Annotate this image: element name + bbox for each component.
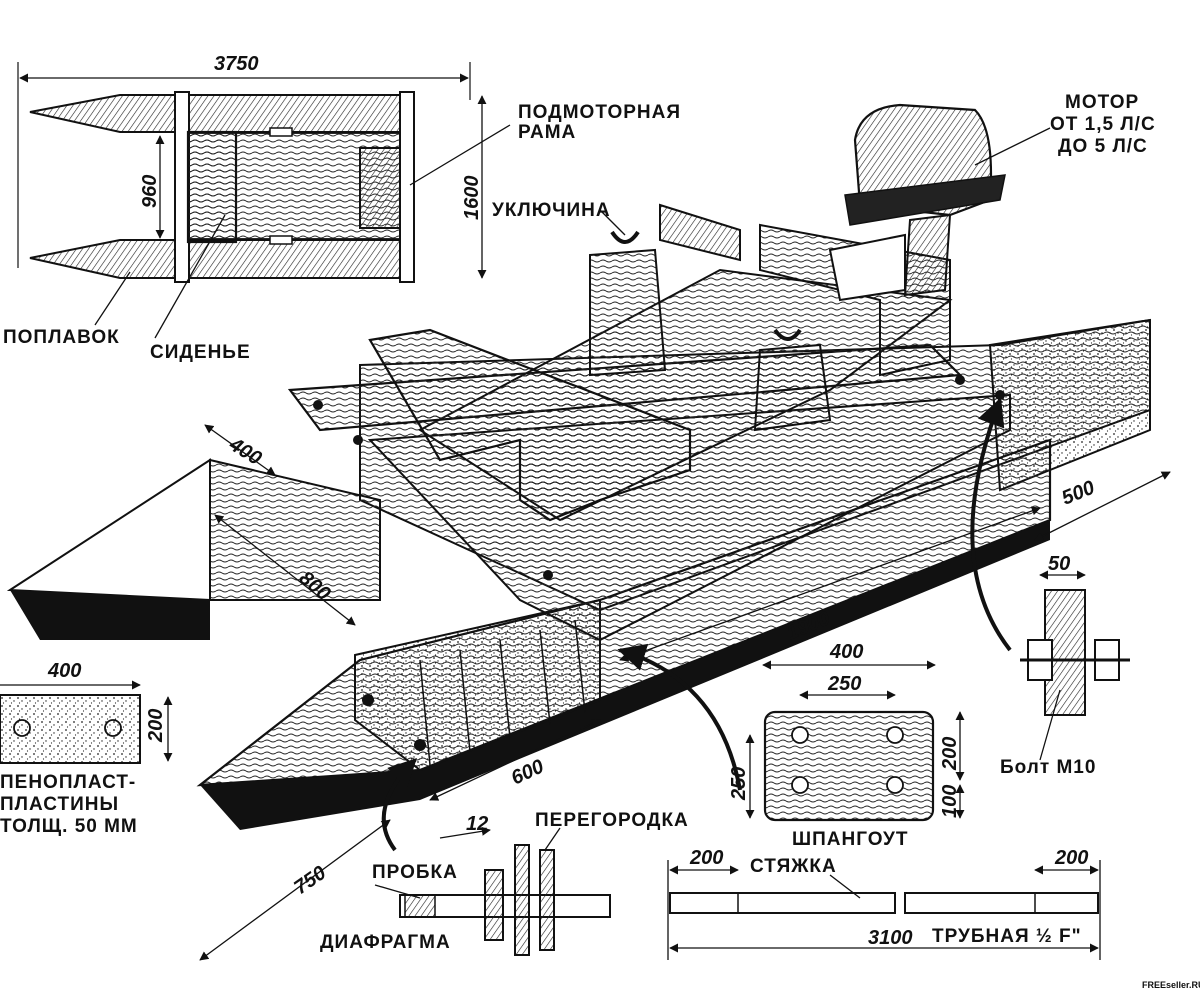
label-diaphragm: ДИАФРАГМА (320, 932, 451, 953)
oarlock-left (610, 230, 640, 244)
dim-rib-lower: 100 (939, 785, 961, 818)
label-foam-line1: ПЕНОПЛАСТ- (0, 772, 136, 793)
dim-diaphragm-12: 12 (466, 813, 488, 835)
label-foam-line2: ПЛАСТИНЫ (0, 794, 119, 815)
diaphragm-plate (514, 844, 530, 956)
dim-1600: 1600 (461, 176, 483, 221)
label-bolt: Болт М10 (1000, 757, 1096, 778)
tie-rod-detail: 200 200 3100 (667, 847, 1101, 960)
tie-rod-right (904, 892, 1099, 914)
label-motor-line1: МОТОР (1065, 92, 1139, 113)
label-frame-rib: ШПАНГОУТ (792, 829, 908, 850)
dim-500: 500 (1059, 477, 1098, 510)
dim-tie-right: 200 (1054, 847, 1088, 869)
dim-foam-400: 400 (47, 660, 81, 682)
plan-lower-float (29, 239, 409, 279)
dim-rib-250: 250 (827, 673, 861, 695)
dim-bolt-50: 50 (1048, 553, 1070, 575)
motor-clamp (828, 233, 906, 302)
foam-plate-detail: 400 200 (0, 660, 173, 764)
dim-3750: 3750 (214, 53, 259, 75)
dim-750: 750 (290, 862, 330, 899)
dim-rib-400: 400 (829, 641, 863, 663)
label-motor-line2: ОТ 1,5 Л/С (1050, 114, 1156, 135)
partition-plate (539, 849, 555, 951)
tie-rod-left (669, 892, 896, 914)
label-pipe: ТРУБНАЯ ½ F" (932, 926, 1082, 947)
plan-upper-float (29, 94, 409, 133)
dim-rib-height: 250 (728, 767, 750, 801)
dim-rib-upper: 200 (939, 737, 961, 771)
dim-960: 960 (139, 175, 161, 208)
label-tie: СТЯЖКА (750, 856, 837, 877)
label-frame-line1: ПОДМОТОРНАЯ (518, 102, 681, 123)
label-oarlock: УКЛЮЧИНА (492, 200, 611, 221)
oarlock-right (773, 328, 802, 341)
foam-plate (0, 694, 141, 764)
plan-front-beam (174, 91, 190, 283)
front-foam-blocks (354, 598, 601, 772)
dim-foam-200: 200 (145, 709, 167, 743)
outboard-motor (828, 103, 1006, 302)
dim-tie-3100: 3100 (868, 927, 913, 949)
seat-isometric (368, 328, 692, 522)
dim-tie-left: 200 (689, 847, 723, 869)
plug (404, 894, 436, 918)
label-foam-line3: ТОЛЩ. 50 ММ (0, 816, 138, 837)
partition-detail: 12 (374, 813, 611, 956)
left-bow-cone (6, 458, 211, 602)
plan-seat (186, 130, 238, 244)
left-bow-shadow (10, 590, 210, 640)
label-frame-line2: РАМА (518, 122, 576, 143)
label-motor-line3: ДО 5 Л/С (1058, 136, 1148, 157)
plan-rear-beam (399, 91, 415, 283)
label-seat: СИДЕНЬЕ (150, 342, 251, 363)
bolt-detail: 50 (1020, 553, 1130, 761)
plan-view: 3750 960 1600 (17, 53, 511, 339)
watermark: FREEseller.RU (1142, 980, 1200, 990)
oarlock-post-right (753, 343, 832, 432)
label-partition: ПЕРЕГОРОДКА (535, 810, 689, 831)
rib-detail: 400 250 250 200 100 (728, 641, 965, 822)
oarlock-post-left (589, 248, 667, 377)
label-plug: ПРОБКА (372, 862, 458, 883)
rib-plate (763, 710, 935, 822)
pipe-segment (399, 894, 611, 918)
plan-motor-frame (359, 147, 401, 229)
front-float-shadow (200, 770, 420, 830)
label-float: ПОПЛАВОК (3, 327, 120, 348)
